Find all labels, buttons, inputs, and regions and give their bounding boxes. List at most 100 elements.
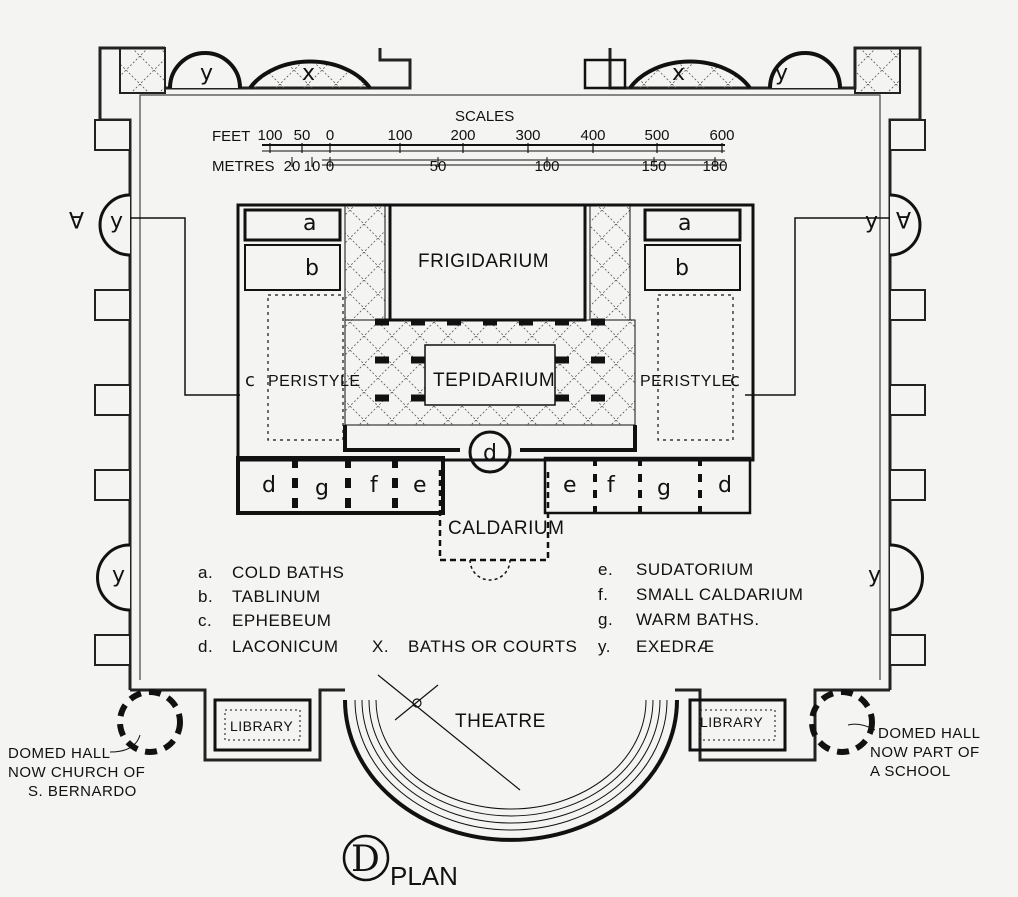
library-left-label: LIBRARY (230, 718, 293, 734)
frigidarium-label: FRIGIDARIUM (418, 251, 549, 272)
room-letter-g: g (315, 476, 329, 501)
side-exedrae (96, 193, 924, 612)
legend-key: g. (598, 610, 613, 629)
note-line: DOMED HALL (878, 725, 981, 742)
legend-text: SMALL CALDARIUM (636, 585, 803, 604)
note-line: NOW CHURCH OF (8, 764, 145, 781)
feet-label: FEET (212, 128, 250, 145)
corner-rooms (119, 47, 901, 94)
plan-title-text: PLAN (390, 861, 458, 891)
room-letter-e: e (563, 473, 577, 498)
metre-tick-label: 180 (702, 158, 727, 175)
room-letter-f: f (607, 473, 616, 498)
room-letter-c: c (245, 370, 255, 391)
room-letter-e: e (413, 473, 427, 498)
metre-tick-label: 100 (534, 158, 559, 175)
room-letter-d: d (262, 473, 276, 498)
room-letter-b: b (675, 256, 689, 281)
legend-key: a. (198, 563, 213, 582)
side-bays (94, 119, 926, 666)
plan-title: D PLAN (342, 834, 458, 891)
legend-text: TABLINUM (232, 587, 321, 606)
room-letter-x: x (302, 61, 315, 86)
scale-bars (262, 144, 725, 166)
feet-tick-marks (269, 143, 723, 153)
legend-key: c. (198, 611, 212, 630)
domed-halls (117, 689, 875, 755)
north-arrow (377, 674, 521, 791)
room-letter-a: a (303, 211, 316, 236)
room-letter-y: y (110, 209, 123, 234)
feet-tick-label: 100 (257, 127, 282, 144)
feet-tick-label: 100 (387, 127, 412, 144)
legend-text: BATHS OR COURTS (408, 637, 577, 656)
metre-tick-marks (291, 157, 716, 167)
legend-text: LACONICUM (232, 637, 339, 656)
central-bath-block (236, 203, 755, 462)
metres-label: METRES (212, 158, 275, 175)
metre-tick-label: 0 (326, 158, 334, 175)
caldarium-block (438, 430, 550, 581)
room-letter-y: y (112, 563, 125, 588)
room-letter-d: d (483, 441, 497, 466)
room-letter-a: a (678, 211, 691, 236)
library-right-label: LIBRARY (700, 714, 763, 730)
note-line: NOW PART OF (870, 744, 980, 761)
metre-tick-label: 150 (641, 158, 666, 175)
legend-key: y. (598, 637, 611, 656)
tepidarium-label: TEPIDARIUM (433, 370, 555, 391)
room-letter-y: y (868, 563, 881, 588)
theatre (343, 699, 679, 842)
legend-text: EPHEBEUM (232, 611, 331, 630)
feet-tick-label: 200 (450, 127, 475, 144)
lower-room-range (236, 456, 752, 515)
legend-key: X. (372, 637, 389, 656)
enclosure-inner-line (139, 94, 881, 680)
top-exedrae (168, 51, 842, 90)
metre-tick-label: 20 (284, 158, 301, 175)
right-domed-hall-note: DOMED HALL NOW PART OF A SCHOOL (847, 723, 981, 780)
peristyle-right-label: PERISTYLE (640, 373, 733, 390)
feet-tick-label: 50 (294, 127, 311, 144)
peristyle-left-label: PERISTYLE (268, 373, 361, 390)
legend-text: COLD BATHS (232, 563, 344, 582)
room-letter-x: x (672, 61, 685, 86)
feet-tick-label: 0 (326, 127, 334, 144)
legend-text: SUDATORIUM (636, 560, 754, 579)
metre-tick-label: 10 (304, 158, 321, 175)
room-letter-y: y (775, 61, 788, 86)
feet-tick-label: 300 (515, 127, 540, 144)
scale-title: SCALES (455, 108, 514, 125)
legend: a. COLD BATHS b. TABLINUM c. EPHEBEUM d.… (198, 560, 803, 656)
room-letter-b: b (305, 256, 319, 281)
legend-key: e. (598, 560, 613, 579)
room-letter-c: c (730, 370, 740, 391)
theatre-label: THEATRE (455, 711, 546, 732)
legend-key: b. (198, 587, 213, 606)
caldarium-label: CALDARIUM (448, 518, 564, 539)
section-line (130, 217, 890, 396)
room-letter-f: f (370, 473, 379, 498)
section-mark-right: A (896, 206, 911, 231)
note-line: DOMED HALL (8, 745, 111, 762)
room-letter-d: d (718, 473, 732, 498)
legend-text: EXEDRÆ (636, 637, 715, 656)
section-mark-left: A (69, 206, 84, 231)
legend-key: f. (598, 585, 608, 604)
legend-key: d. (198, 637, 213, 656)
feet-tick-label: 600 (709, 127, 734, 144)
room-letter-y: y (200, 61, 213, 86)
left-domed-hall-note: DOMED HALL NOW CHURCH OF S. BERNARDO (8, 734, 145, 800)
libraries (213, 698, 787, 752)
room-letter-g: g (657, 476, 671, 501)
room-letter-y: y (865, 209, 878, 234)
note-line: A SCHOOL (870, 763, 951, 780)
legend-text: WARM BATHS. (636, 610, 760, 629)
plan-title-letter: D (351, 839, 380, 880)
feet-tick-label: 500 (644, 127, 669, 144)
note-line: S. BERNARDO (28, 783, 137, 800)
feet-tick-label: 400 (580, 127, 605, 144)
